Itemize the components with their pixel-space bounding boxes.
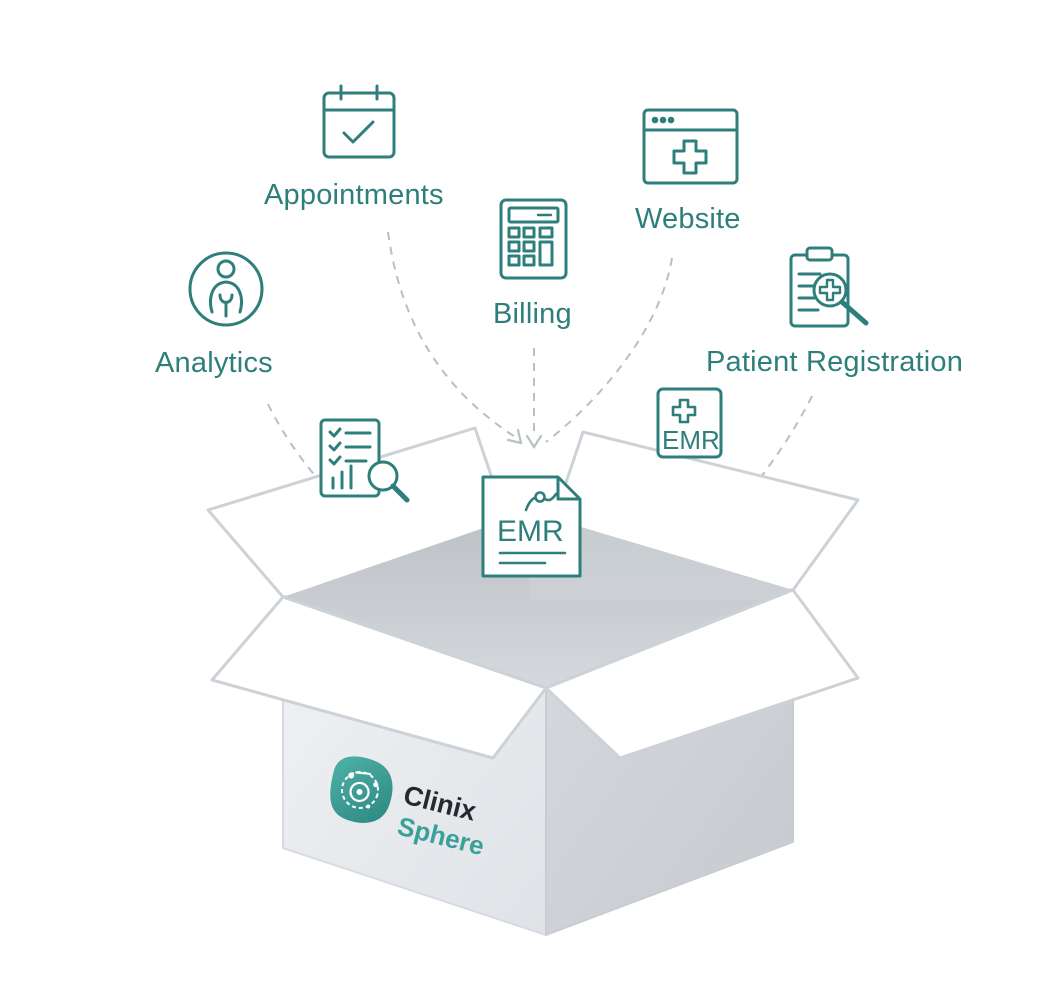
clinix-sphere-logo-icon (330, 756, 393, 823)
calendar-check-icon (322, 84, 396, 159)
label-appointments: Appointments (264, 179, 444, 211)
arrowhead-appointments (506, 428, 523, 445)
box-front-right-flap (544, 588, 860, 760)
person-in-circle-icon (188, 251, 264, 327)
connector-arrowheads (506, 428, 543, 450)
label-billing: Billing (493, 298, 572, 330)
connector-website (545, 257, 673, 443)
calculator-icon (499, 198, 568, 280)
open-box (206, 426, 860, 936)
box-front-left-flap (210, 595, 548, 760)
label-analytics: Analytics (155, 347, 273, 379)
emr-document-text: EMR (497, 515, 564, 548)
emr-badge-text: EMR (662, 425, 720, 455)
report-chart-search-icon (319, 418, 410, 503)
clipboard-medical-search-icon (789, 246, 869, 328)
browser-window-medical-cross-icon (642, 108, 739, 185)
arrowhead-billing (525, 434, 543, 450)
connector-appointments (387, 231, 521, 441)
label-website: Website (635, 203, 741, 235)
emr-document-icon: EMR (481, 475, 582, 578)
medical-cross-emr-icon: EMR (656, 387, 723, 459)
label-patient-registration: Patient Registration (706, 346, 964, 378)
box-interior-right-wall (530, 512, 793, 600)
